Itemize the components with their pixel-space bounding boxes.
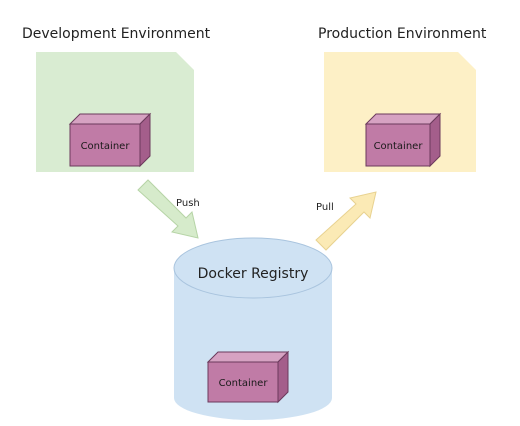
development-container-label: Container xyxy=(81,141,131,152)
registry-container: Container xyxy=(206,350,290,404)
pull-arrow xyxy=(315,191,377,251)
docker-registry-title: Docker Registry xyxy=(198,266,309,282)
push-arrow xyxy=(137,179,199,239)
production-container-label: Container xyxy=(374,141,424,152)
production-environment-title: Production Environment xyxy=(318,26,487,42)
push-label: Push xyxy=(176,198,200,209)
production-container: Container xyxy=(364,112,442,168)
registry-container-label: Container xyxy=(219,378,269,389)
development-container: Container xyxy=(68,112,152,168)
pull-label: Pull xyxy=(316,202,334,213)
development-environment-title: Development Environment xyxy=(22,26,211,42)
